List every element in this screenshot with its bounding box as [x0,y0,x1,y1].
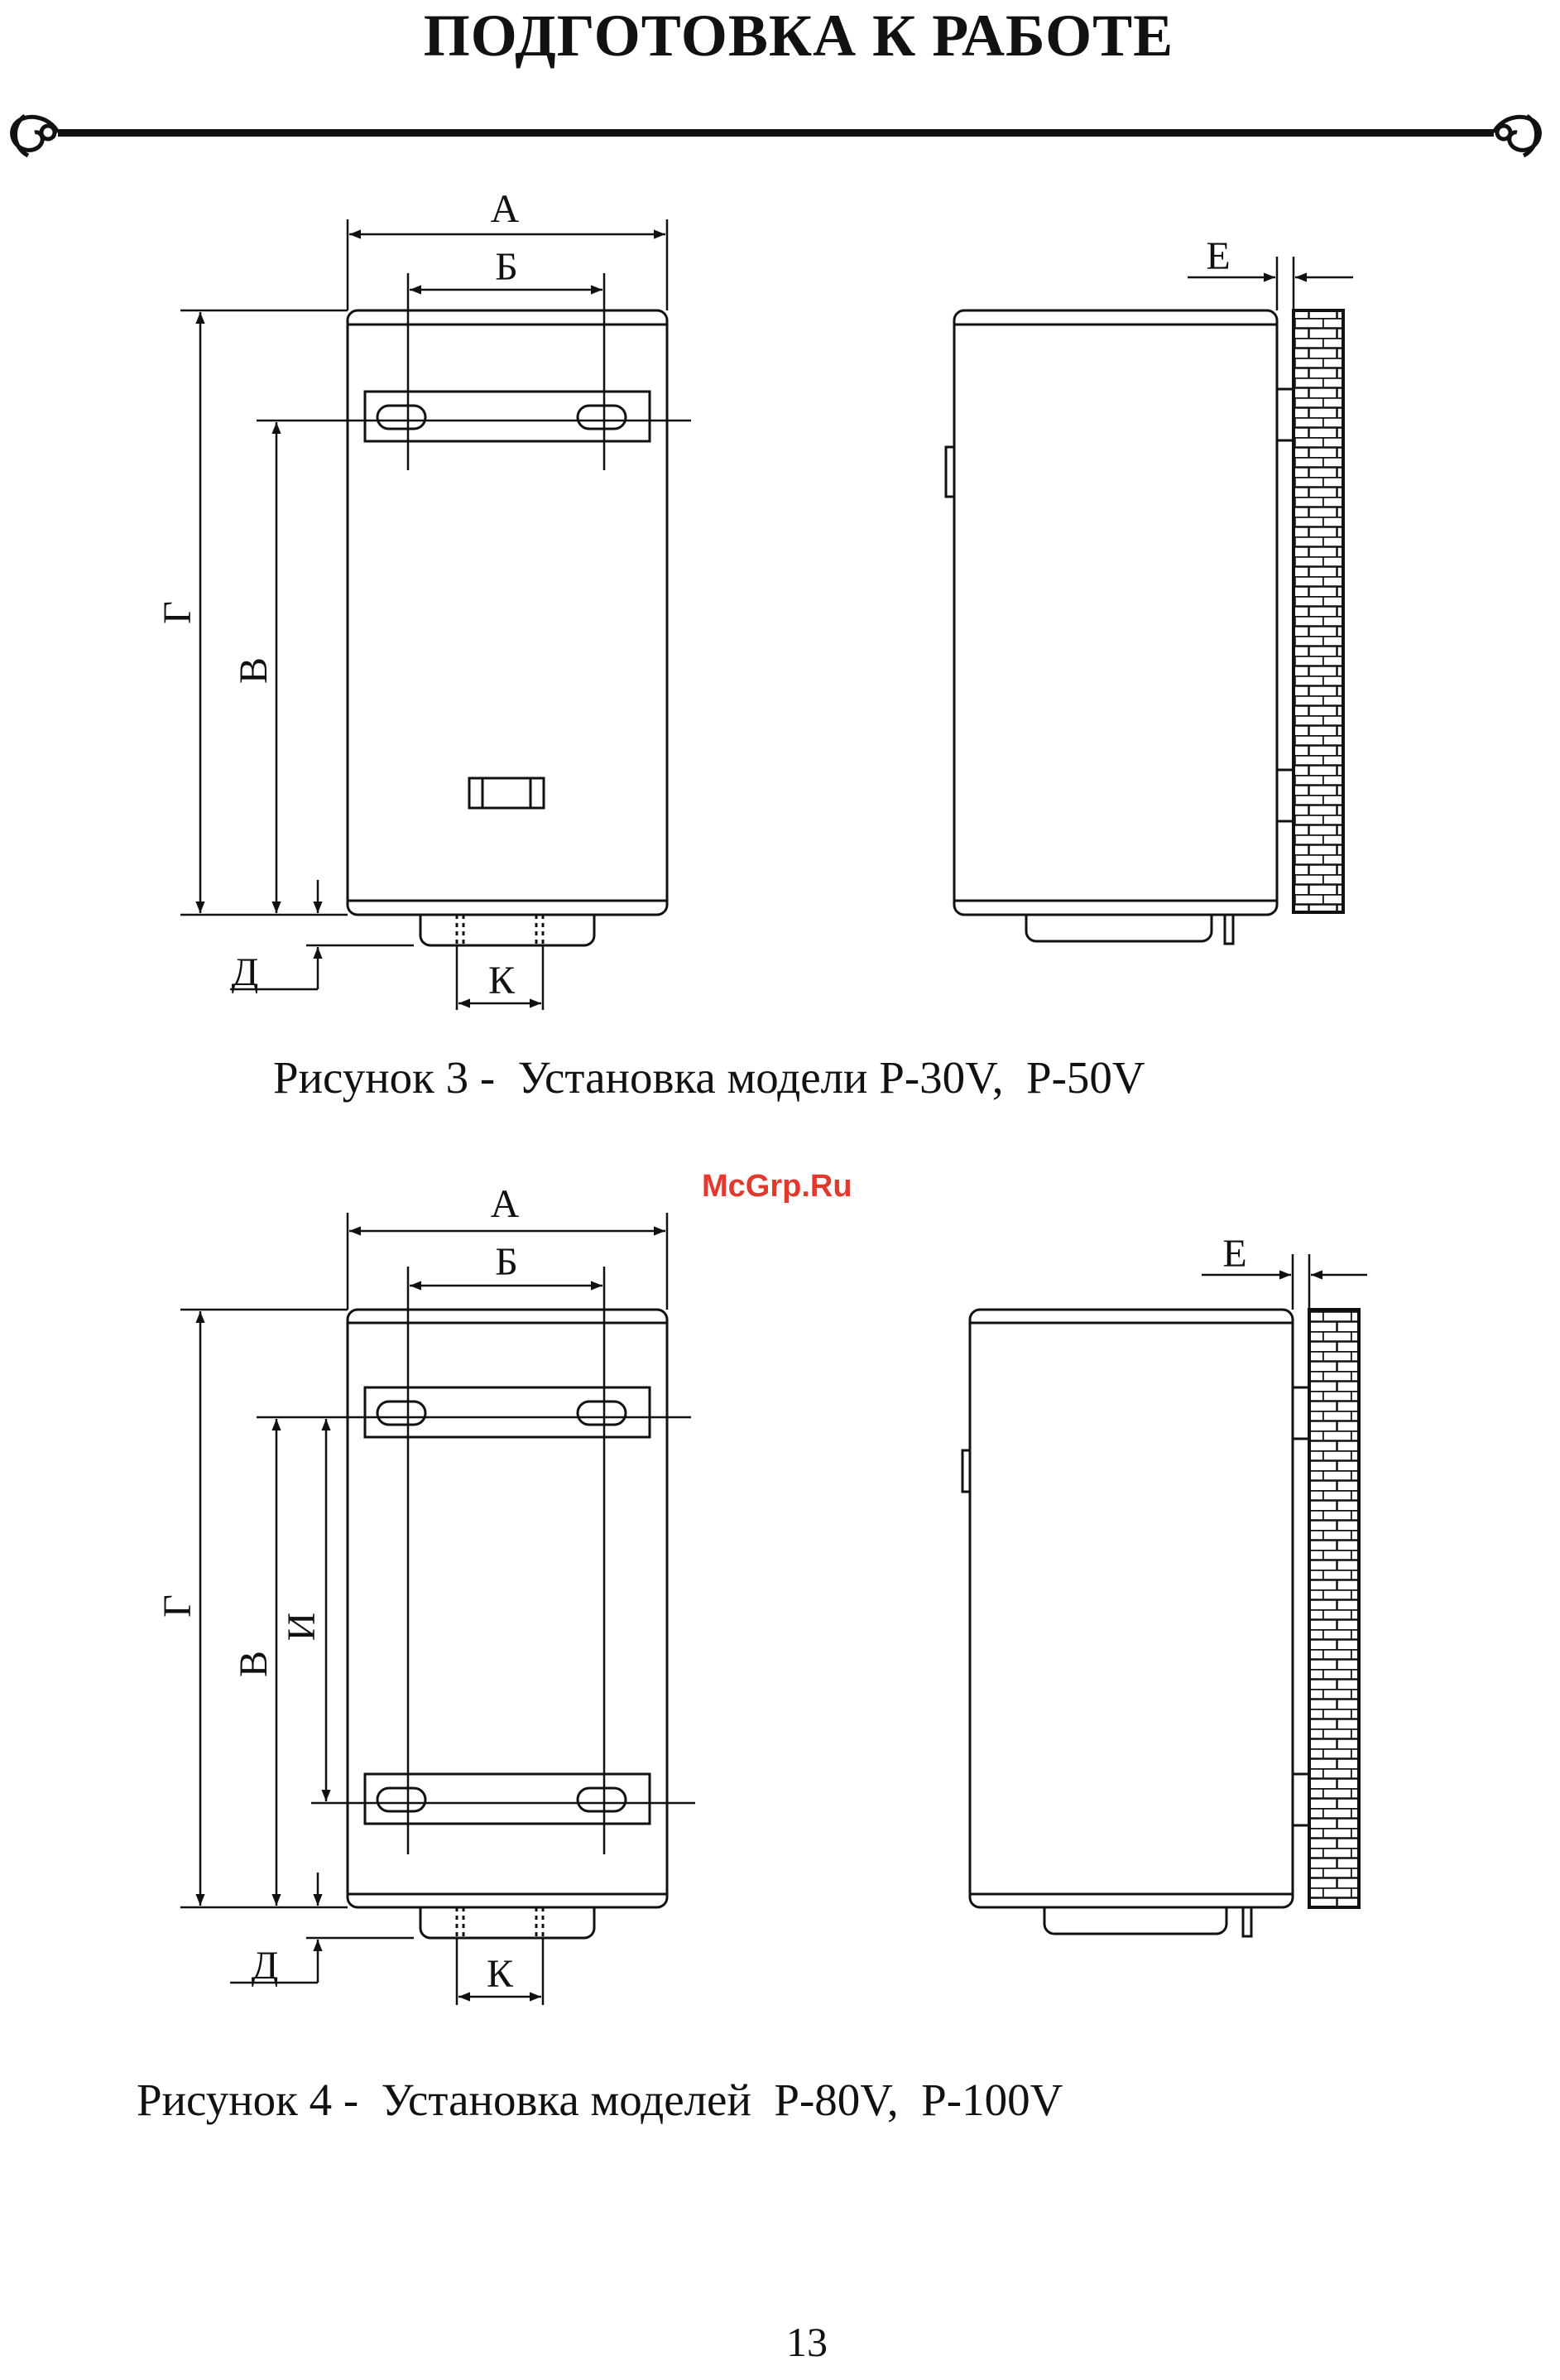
figure-3-drawing [180,219,1353,1010]
fig4-label-k: К [487,1952,514,1996]
figure-4-caption: Рисунок 4 - Установка моделей Р-80V, Р-1… [137,2074,1063,2126]
page-number: 13 [0,2318,1560,2366]
fig3-label-g: Г [156,601,199,624]
right-ornament-icon [1494,116,1539,156]
fig4-label-b: Б [495,1240,518,1284]
fig4-label-i: И [280,1613,324,1642]
fig4-label-d: Д [252,1944,279,1988]
fig4-front-view [348,1310,667,1938]
fig3-side-view [946,310,1343,944]
fig3-label-a: А [491,187,520,231]
fig3-label-k: К [488,959,516,1002]
fig3-label-b: Б [495,245,518,289]
fig4-labels: А Б Г В И Д К Е [156,1182,1247,1996]
fig4-label-v: В [232,1651,276,1677]
watermark-link[interactable]: McGrp.Ru [702,1169,852,1204]
fig4-dimensions [180,1213,695,2005]
fig4-side-view [962,1310,1359,1936]
fig4-label-e: Е [1222,1232,1246,1276]
fig3-front-view [348,310,667,945]
left-ornament-icon [12,116,58,156]
fig4-label-a: А [491,1182,520,1226]
fig3-dimensions [180,219,691,1010]
fig3-label-v: В [232,657,276,684]
figure-3-caption: Рисунок 3 - Установка модели Р-30V, Р-50… [273,1051,1145,1103]
fig3-label-d: Д [232,950,259,994]
figure-4-drawing [180,1213,1367,2005]
header-rule [12,116,1540,156]
fig4-label-g: Г [156,1594,199,1618]
fig3-label-e: Е [1206,234,1230,278]
